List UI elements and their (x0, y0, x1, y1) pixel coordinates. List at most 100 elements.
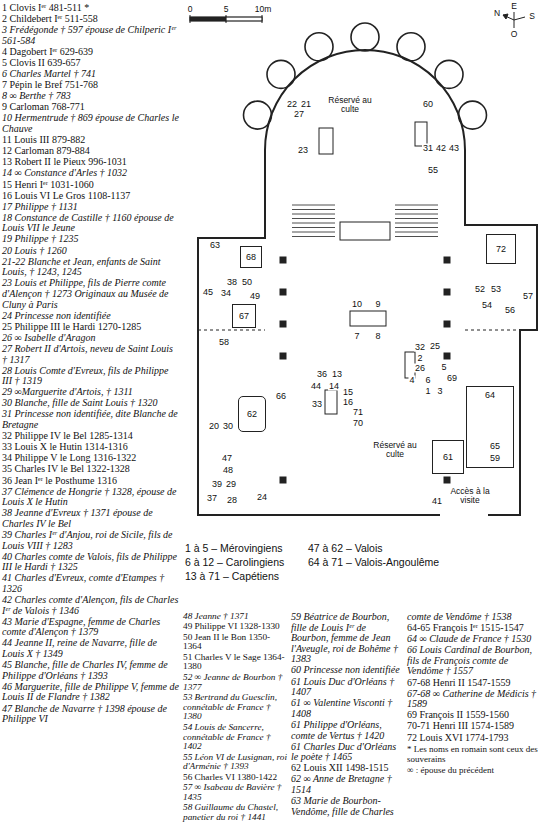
callout-number: 58 (218, 338, 230, 347)
tombs (319, 122, 427, 414)
area-note: Réservé au culte (373, 441, 417, 460)
tomb-entry: 60 Princesse non identifiée (291, 665, 404, 676)
tomb-entry: 70-71 Henri III 1574-1589 (407, 721, 538, 732)
tomb-box: 62 (238, 396, 266, 432)
tomb-box: 72 (486, 234, 516, 264)
callout-number: 14 (328, 382, 340, 391)
compass-scale-text: 5 (224, 5, 229, 14)
callout-number: 59 (489, 454, 501, 463)
tomb-entry: 32 Philippe IV le Bel 1285-1314 (2, 431, 180, 442)
callout-number: 38 (226, 278, 238, 287)
callout-number: 5 (440, 363, 447, 372)
callout-number: 70 (352, 419, 364, 428)
callout-number: 55 (427, 166, 439, 175)
callout-number: 31 (422, 144, 434, 153)
tomb-entry: 36 Jean Iᵉʳ le Posthume 1316 (2, 476, 180, 487)
compass (503, 12, 525, 28)
callout-number: 47 (221, 454, 233, 463)
outer-wall (198, 150, 537, 515)
tomb-entry: 35 Charles IV le Bel 1322-1328 (2, 464, 180, 475)
tomb (415, 122, 427, 146)
tomb-entry: 6 Charles Martel † 741 (2, 69, 180, 80)
tomb-entry: 45 Blanche, fille de Charles IV, femme d… (2, 660, 180, 681)
tomb-entry: 41 Charles d'Evreux, comte d'Etampes † 1… (2, 573, 180, 594)
altar-platform (340, 222, 390, 240)
tomb-entry: 44 Jeanne II, reine de Navarre, fille de… (2, 638, 180, 659)
callout-number: 45 (202, 288, 214, 297)
step (395, 214, 438, 215)
area-note: Accès à la visite (448, 487, 492, 506)
tomb-entry: 2 Childebert Iᵉʳ 511-558 (2, 14, 180, 25)
callout-number: 48 (222, 466, 234, 475)
pillar (280, 477, 286, 483)
callout-number: 36 (316, 370, 328, 379)
callout-number: 61 (442, 453, 454, 462)
tomb-entry: 26 ∞ Isabelle d'Aragon (2, 333, 180, 344)
pillar (444, 353, 450, 359)
tomb-entry: 62 Louis XII 1498-1515 (291, 763, 404, 774)
callout-number: 28 (226, 496, 238, 505)
tomb (350, 311, 386, 326)
callout-number: 34 (220, 289, 232, 298)
callout-number: 62 (246, 410, 258, 419)
tomb-entry: 39 Charles Iᵉʳ d'Anjou, roi de Sicile, f… (2, 530, 180, 551)
step (395, 236, 438, 237)
transept-line (198, 330, 520, 331)
tomb-entry: 72 Louis XVI 1774-1793 (407, 733, 538, 744)
callout-number: 42 (435, 144, 447, 153)
tomb-entry: 23 Louis et Philippe, fils de Pierre com… (2, 278, 180, 310)
pillar (444, 289, 450, 295)
tomb-entry: 62 ∞ Anne de Bretagne † 1514 (291, 774, 404, 795)
step (395, 223, 438, 224)
callout-number: 57 (522, 292, 534, 301)
callout-number: 24 (256, 493, 268, 502)
tomb-entry: comte de Vendôme † 1538 (407, 612, 538, 623)
callout-number: 21 (300, 100, 312, 109)
tomb-list: 59 Béatrice de Bourbon, fille de Louis I… (291, 612, 404, 818)
pillar (444, 257, 450, 263)
callout-number: 67 (238, 312, 250, 321)
tomb-box: 68 (240, 246, 262, 268)
compass-scale-text: O (511, 30, 518, 39)
step (292, 209, 335, 210)
chapel (351, 23, 379, 51)
tomb-entry: 46 Marguerite, fille de Philippe V, femm… (2, 682, 180, 703)
chapel (435, 60, 463, 88)
tomb-entry: 52 ∞ Jeanne de Bourbon † 1377 (183, 673, 288, 693)
tomb-entry: 3 Frédégonde † 597 épouse de Chilperic I… (2, 25, 180, 46)
chapel (267, 60, 295, 88)
tomb-entry: 5 Clovis II 639-657 (2, 58, 180, 69)
callout-number: 37 (206, 494, 218, 503)
tomb-entry: 28 Louis Comte d'Evreux, fils de Philipp… (2, 366, 180, 387)
tomb-entry: 59 Béatrice de Bourbon, fille de Louis I… (291, 612, 404, 665)
callout-number: 25 (429, 342, 441, 351)
step (292, 214, 335, 215)
callout-number: 6 (424, 376, 431, 385)
callout-number: 50 (241, 278, 253, 287)
pillar (444, 321, 450, 327)
tomb-entry: 7 Pépin le Bref 751-768 (2, 80, 180, 91)
tomb-entry: 64 ∞ Claude de France † 1530 (407, 634, 538, 645)
callout-number: 60 (422, 100, 434, 109)
tomb-list: 1 Clovis Iᵉʳ 481-511 *2 Childebert Iᵉʳ 5… (2, 3, 180, 725)
tomb-entry: 51 Charles V le Sage 1364-1380 (183, 653, 288, 673)
compass-scale-text: N (494, 9, 500, 18)
pillar (444, 477, 450, 483)
compass-scale-text: 0 (188, 5, 193, 14)
dynasty-key: 1 à 5 – Mérovingiens (185, 543, 282, 554)
step (395, 227, 438, 228)
tomb-entry: 30 Blanche, fille de Saint Louis † 1320 (2, 398, 180, 409)
callout-number: 23 (297, 146, 309, 155)
tomb-entry: 25 Philippe III le Hardi 1270-1285 (2, 322, 180, 333)
callout-number: 44 (310, 382, 322, 391)
callout-number: 64 (484, 391, 496, 400)
tomb-entry: 19 Philippe † 1235 (2, 234, 180, 245)
chapel (305, 33, 333, 61)
dynasty-key: 64 à 71 – Valois-Angoulême (308, 557, 439, 568)
tomb (319, 128, 333, 154)
step (292, 205, 335, 206)
tomb-entry: 47 Blanche de Navarre † 1398 épouse de P… (2, 704, 180, 725)
tomb-entry: 33 Louis X le Hutin 1314-1316 (2, 442, 180, 453)
tomb-entry: 15 Henri Iᵉʳ 1031-1060 (2, 180, 180, 191)
tomb-entry: 1 Clovis Iᵉʳ 481-511 * (2, 3, 180, 14)
